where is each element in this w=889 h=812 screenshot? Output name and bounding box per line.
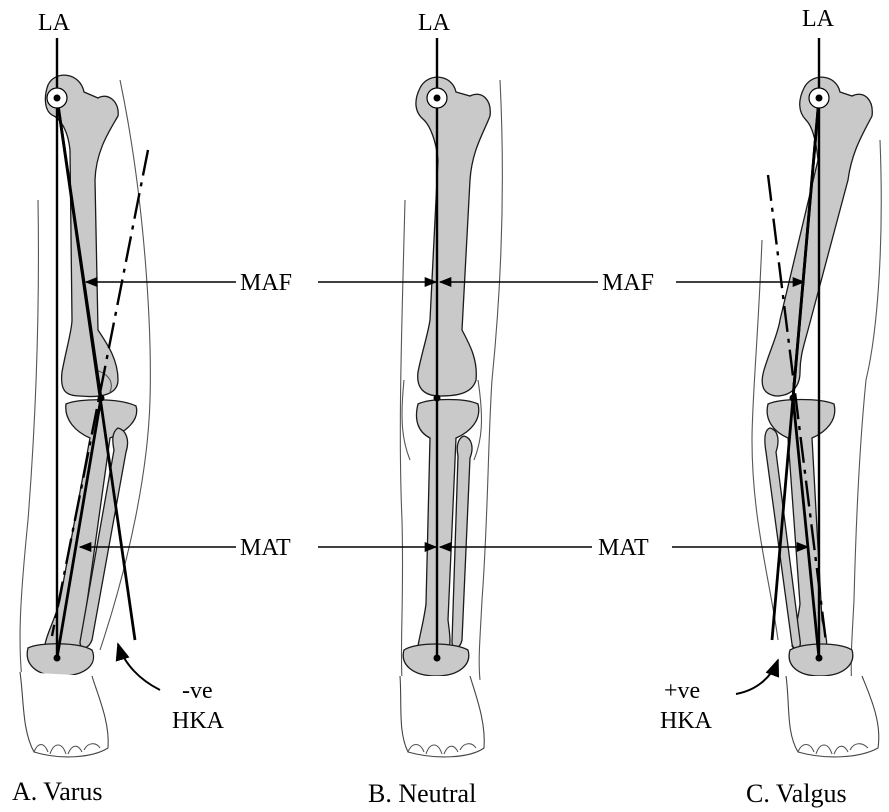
knee-center-valgus	[790, 395, 797, 402]
leg-outline-valgus-medial	[851, 140, 881, 690]
hip-center-valgus	[816, 95, 823, 102]
talus-varus	[27, 644, 93, 676]
knee-center-neutral	[434, 395, 441, 402]
tibia-neutral	[417, 400, 479, 655]
neg-ve-label: -ve	[182, 678, 213, 704]
hka-curved-arrow-valgus	[736, 660, 778, 694]
hka-label-varus: HKA	[172, 708, 225, 734]
hka-curved-arrow-varus	[118, 644, 160, 690]
maf-label-left: MAF	[240, 270, 292, 296]
panel-neutral	[400, 38, 502, 757]
caption-varus: A. Varus	[12, 777, 103, 806]
la-label-valgus: LA	[802, 6, 835, 32]
knee-center-varus	[98, 395, 105, 402]
leg-outline-varus-lateral	[20, 200, 38, 680]
panel-varus	[20, 38, 160, 757]
pos-ve-label: +ve	[664, 678, 700, 704]
la-label-varus: LA	[38, 10, 71, 36]
ankle-center-valgus	[816, 655, 823, 662]
femur-neutral	[416, 77, 490, 396]
caption-valgus: C. Valgus	[746, 779, 847, 808]
caption-neutral: B. Neutral	[368, 779, 476, 808]
la-label-neutral: LA	[418, 10, 451, 36]
hip-center-neutral	[434, 95, 441, 102]
ankle-center-varus	[54, 655, 61, 662]
foot-valgus	[786, 676, 879, 757]
hka-label-valgus: HKA	[660, 708, 713, 734]
panel-valgus	[736, 38, 881, 757]
ankle-center-neutral	[434, 655, 441, 662]
leg-outline-neutral-medial	[479, 80, 502, 680]
mat-label-right: MAT	[598, 535, 649, 561]
maf-label-right: MAF	[602, 270, 654, 296]
mat-label-left: MAT	[240, 535, 291, 561]
hip-center-varus	[54, 95, 61, 102]
